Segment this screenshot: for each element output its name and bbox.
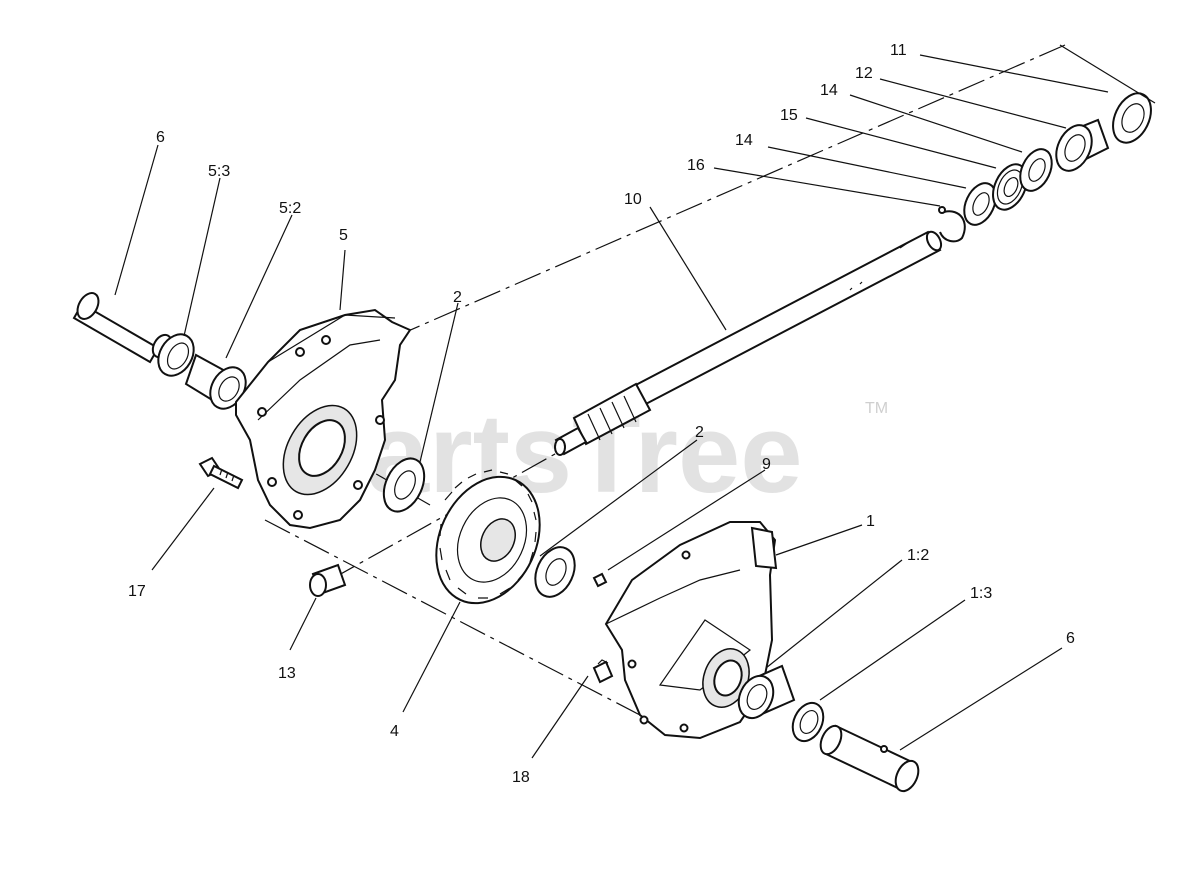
part-9-key — [592, 572, 608, 588]
callout-12: 12 — [855, 65, 873, 82]
part-2-left-washer — [382, 457, 426, 513]
callout-10: 10 — [624, 191, 642, 208]
callout-15: 15 — [780, 107, 798, 124]
part-4-gear — [435, 469, 541, 605]
axis-line-main — [329, 44, 1066, 366]
part-12-flanged-sleeve — [1055, 118, 1110, 172]
part-2-right-washer — [534, 546, 576, 598]
part-6-right-pin — [819, 724, 920, 793]
callout-2-left: 2 — [453, 289, 462, 306]
callout-9: 9 — [762, 456, 771, 473]
callout-18: 18 — [512, 769, 530, 786]
leader-lines — [114, 44, 1156, 759]
callout-5-3: 5:3 — [208, 163, 230, 180]
callout-13: 13 — [278, 665, 296, 682]
callout-1-3: 1:3 — [970, 585, 992, 602]
part-15-bearing — [992, 163, 1028, 211]
callout-5-2: 5:2 — [279, 200, 301, 217]
callout-4: 4 — [390, 723, 399, 740]
part-5-3-ring — [157, 333, 195, 377]
watermark-tm: TM — [865, 400, 888, 417]
part-18-fitting — [592, 659, 614, 684]
part-1-2-sleeve — [737, 664, 796, 720]
callout-labels: 11 12 14 15 14 16 10 6 5:3 5:2 5 2 2 9 1… — [128, 42, 1075, 786]
callout-2-right: 2 — [695, 424, 704, 441]
callout-16: 16 — [687, 157, 705, 174]
callout-6-left: 6 — [156, 129, 165, 146]
part-5-left-housing — [235, 308, 412, 530]
part-1-3-ring — [791, 701, 825, 743]
callout-11: 11 — [890, 42, 907, 59]
part-14-upper-washer — [1019, 148, 1053, 192]
part-6-left-pin — [72, 292, 173, 364]
callout-17: 17 — [128, 583, 146, 600]
part-5-2-sleeve — [184, 353, 247, 410]
part-17-bolt — [198, 456, 244, 490]
part-14-lower-washer — [963, 182, 997, 226]
part-13-sleeve — [309, 563, 347, 597]
callout-14-upper: 14 — [820, 82, 838, 99]
callout-6-right: 6 — [1066, 630, 1075, 647]
callout-1: 1 — [866, 513, 875, 530]
callout-1-2: 1:2 — [907, 547, 929, 564]
callout-5: 5 — [339, 227, 348, 244]
part-11-bearing — [1112, 92, 1152, 144]
callout-14-lower: 14 — [735, 132, 753, 149]
part-10-shaft — [554, 230, 943, 456]
part-16-clip — [938, 206, 966, 243]
